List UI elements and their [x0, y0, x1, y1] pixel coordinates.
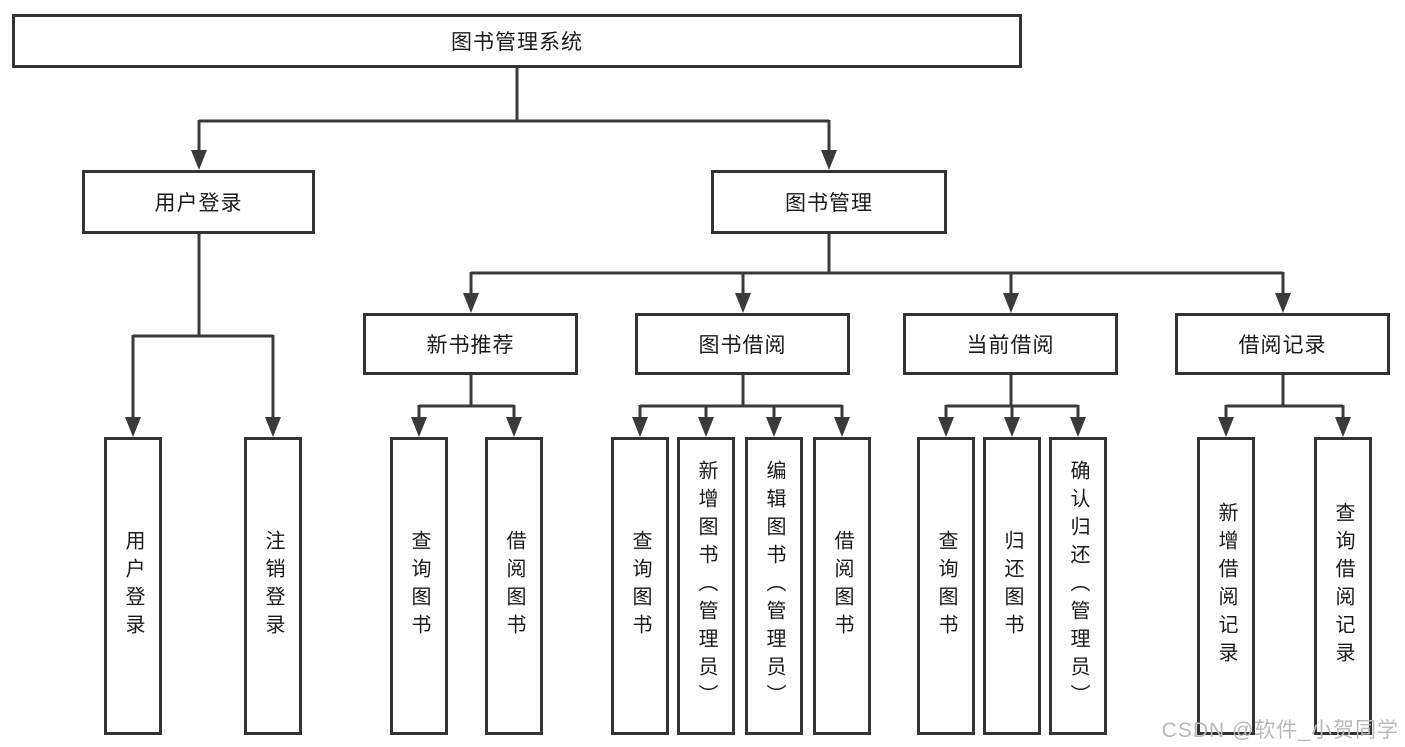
- leaf-confirm-return-admin: 确认归还（管理员）: [1049, 437, 1107, 735]
- arrow-down-icon: [411, 417, 427, 437]
- node-new-book-recommend: 新书推荐: [363, 313, 578, 375]
- arrow-down-icon: [834, 417, 850, 437]
- leaf-user-login: 用户登录: [104, 437, 162, 735]
- leaf-edit-book-admin: 编辑图书（管理员）: [745, 437, 803, 735]
- csdn-watermark: CSDN @软件_小贺同学: [1161, 719, 1399, 742]
- leaf-query-borrow-record: 查询借阅记录: [1314, 437, 1372, 735]
- new-book-recommend-connector: [411, 375, 522, 437]
- arrow-down-icon: [1218, 417, 1234, 437]
- leaf-query-book-2: 查询图书: [611, 437, 669, 735]
- book-borrow-connector: [632, 375, 850, 437]
- leaf-query-book-1: 查询图书: [390, 437, 448, 735]
- arrow-down-icon: [735, 293, 751, 313]
- node-book-management: 图书管理: [711, 170, 947, 234]
- leaf-return-book: 归还图书: [983, 437, 1041, 735]
- root-connector: [191, 68, 837, 170]
- leaf-borrow-book-2: 借阅图书: [813, 437, 871, 735]
- leaf-query-book-3: 查询图书: [917, 437, 975, 735]
- arrow-down-icon: [766, 417, 782, 437]
- leaf-logout: 注销登录: [244, 437, 302, 735]
- arrow-down-icon: [1335, 417, 1351, 437]
- book-management-connector: [463, 234, 1291, 313]
- arrow-down-icon: [463, 293, 479, 313]
- leaf-add-book-admin: 新增图书（管理员）: [677, 437, 735, 735]
- current-borrow-connector: [938, 375, 1086, 437]
- node-book-borrow: 图书借阅: [635, 313, 850, 375]
- leaf-add-borrow-record: 新增借阅记录: [1197, 437, 1255, 735]
- arrow-down-icon: [1070, 417, 1086, 437]
- arrow-down-icon: [698, 417, 714, 437]
- borrow-records-connector: [1218, 375, 1351, 437]
- arrow-down-icon: [191, 150, 207, 170]
- node-root-system: 图书管理系统: [12, 14, 1022, 68]
- arrow-down-icon: [632, 417, 648, 437]
- node-borrow-records: 借阅记录: [1175, 313, 1390, 375]
- arrow-down-icon: [1003, 293, 1019, 313]
- node-current-borrow: 当前借阅: [903, 313, 1118, 375]
- user-login-connector: [125, 234, 281, 437]
- arrow-down-icon: [506, 417, 522, 437]
- node-user-login: 用户登录: [82, 170, 315, 234]
- arrow-down-icon: [125, 417, 141, 437]
- arrow-down-icon: [821, 150, 837, 170]
- arrow-down-icon: [938, 417, 954, 437]
- arrow-down-icon: [265, 417, 281, 437]
- arrow-down-icon: [1004, 417, 1020, 437]
- arrow-down-icon: [1275, 293, 1291, 313]
- leaf-borrow-book-1: 借阅图书: [485, 437, 543, 735]
